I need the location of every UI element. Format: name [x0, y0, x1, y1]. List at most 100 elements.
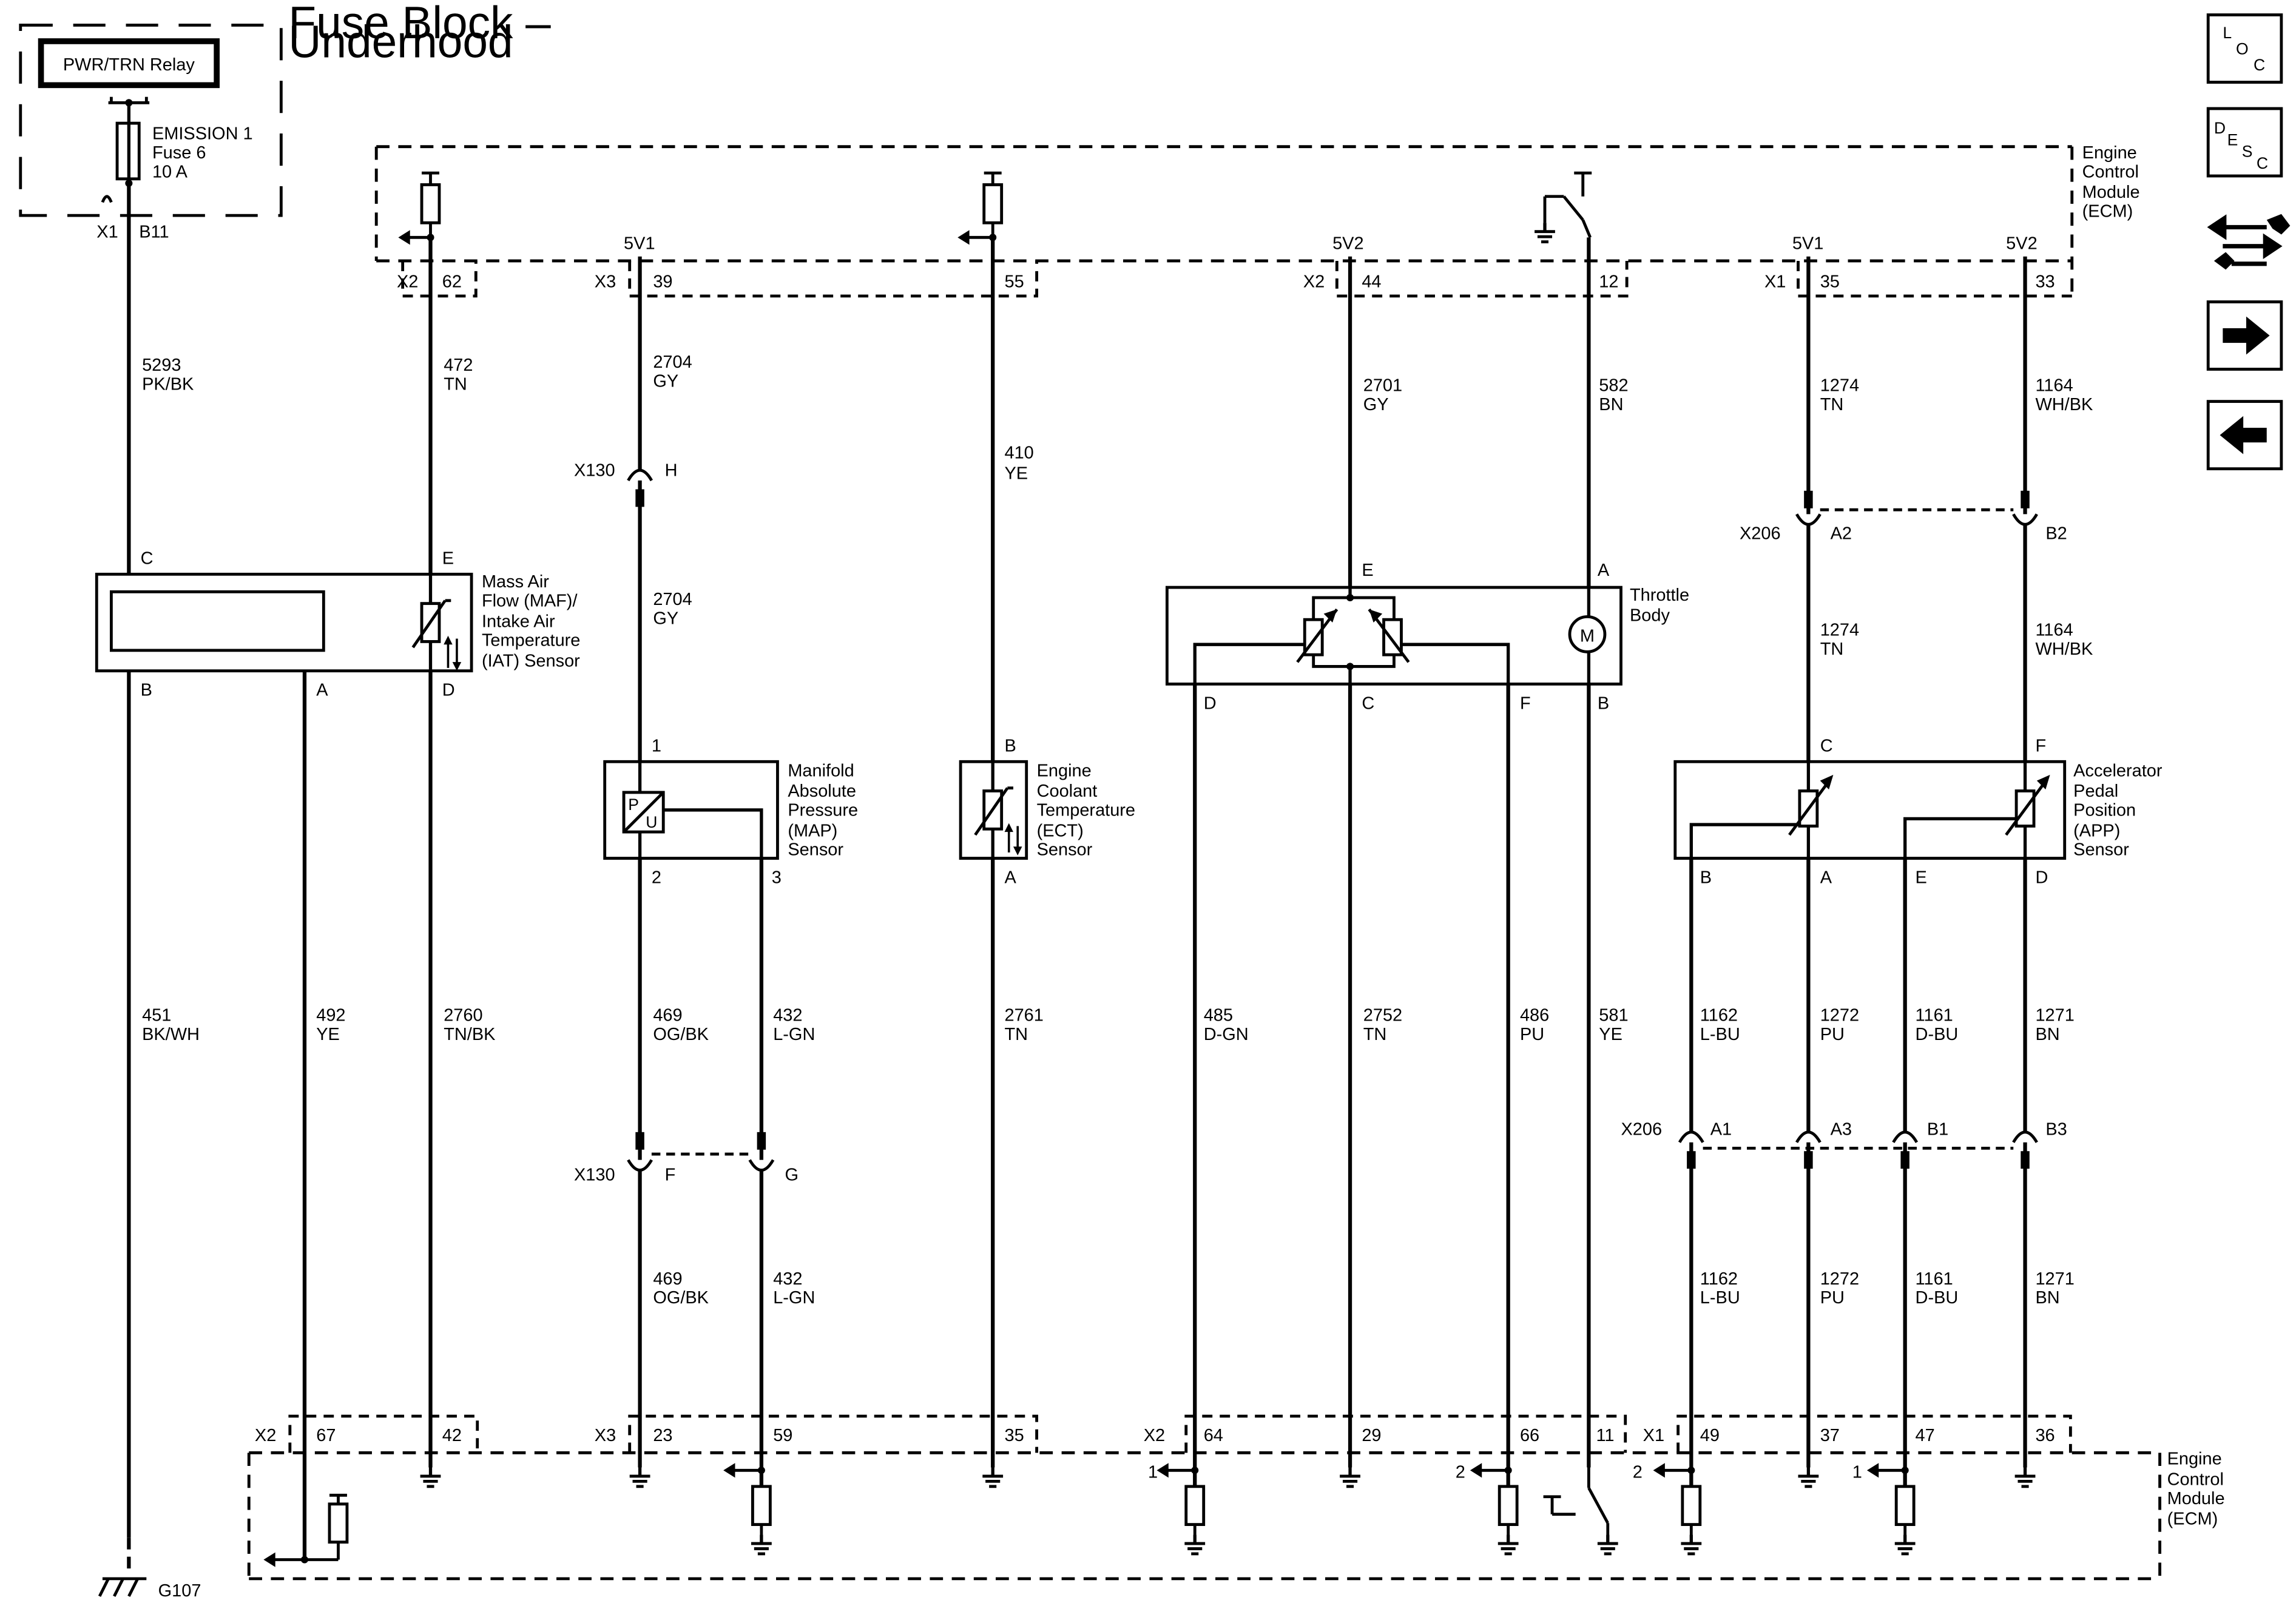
wire-1162b-color: L-BU [1700, 1288, 1740, 1308]
app-pin-a: A [1820, 868, 1832, 888]
bottom-pin-47: 47 [1916, 1426, 1935, 1445]
svg-text:O: O [2236, 40, 2249, 58]
wire-1164b-num: 1164 [2035, 621, 2073, 640]
app-pin-f: F [2035, 736, 2046, 755]
bottom-pin-29: 29 [1362, 1426, 1381, 1445]
wire-486-num: 486 [1520, 1005, 1549, 1025]
throttle-pin-f: F [1520, 694, 1531, 713]
top-pin-39: 39 [653, 272, 672, 291]
wire-2704-color: GY [653, 371, 678, 391]
wire-492-color: YE [316, 1025, 340, 1044]
maf-pin-e: E [442, 549, 454, 568]
ref-num-49: 2 [1633, 1462, 1643, 1482]
wire-582-color: BN [1599, 395, 1623, 414]
wire-432-color: L-GN [773, 1025, 815, 1044]
wire-1162-color: L-BU [1700, 1025, 1740, 1044]
x206-pin-b1: B1 [1927, 1120, 1948, 1139]
loc-button[interactable]: L O C [2206, 13, 2283, 84]
bottom-pin-23: 23 [653, 1426, 672, 1445]
connector-x206: X206 A2 B2 X206 A1 A3 B1 B3 [1621, 490, 2067, 1169]
throttle-pin-c: C [1362, 694, 1374, 713]
top-conn-x3: X3 [595, 272, 616, 291]
wire-1161b-num: 1161 [1916, 1269, 1953, 1289]
app-pin-b: B [1700, 868, 1712, 888]
wire-5293-num: 5293 [142, 356, 181, 375]
x130-pin-f: F [665, 1165, 676, 1184]
throttle-pin-a: A [1598, 561, 1610, 580]
ecm-top-label-1: Engine [2082, 143, 2137, 163]
x206-pin-a3: A3 [1831, 1120, 1852, 1139]
wire-1162b-num: 1162 [1700, 1269, 1738, 1289]
app-label-4: (APP) [2073, 821, 2120, 840]
map-pin-2: 2 [652, 868, 661, 888]
ecm-top-label-4: (ECM) [2082, 202, 2133, 221]
app-pin-c: C [1820, 736, 1833, 755]
x206-pin-b3: B3 [2045, 1120, 2067, 1139]
x206-pin-a1: A1 [1710, 1120, 1732, 1139]
maf-pin-a: A [316, 681, 328, 700]
wire-labels-lower: 451 BK/WH 492 YE 2760 TN/BK 469 OG/BK 43… [142, 1005, 2075, 1308]
bottom-pin-11: 11 [1596, 1426, 1614, 1445]
wire-472-color: TN [444, 374, 467, 394]
x130-pin-g: G [785, 1165, 799, 1184]
x206-pin-b2: B2 [2045, 524, 2067, 543]
ect-label-4: (ECT) [1037, 821, 1084, 840]
ref-5v2-b: 5V2 [2006, 234, 2037, 254]
fuse-name: EMISSION 1 [152, 124, 253, 144]
bottom-pin-35: 35 [1005, 1426, 1024, 1445]
ref-num-64: 1 [1148, 1462, 1158, 1482]
maf-pin-d: D [442, 681, 455, 700]
top-conn-x1: X1 [1764, 272, 1786, 291]
throttle-motor-glyph: M [1580, 626, 1595, 646]
throttle-pin-d: D [1204, 694, 1217, 713]
desc-button[interactable]: D E S C [2206, 107, 2283, 178]
relay-label: PWR/TRN Relay [63, 55, 195, 75]
ecm-top-label-2: Control [2082, 162, 2139, 181]
ref-num-66: 2 [1456, 1462, 1465, 1482]
map-sensor: P U 1 2 3 Manifold Absolute Pressure (MA… [603, 736, 858, 888]
map-label-1: Manifold [788, 761, 854, 780]
x206-pin-a2: A2 [1831, 524, 1852, 543]
ecm-bottom-internals: 1 2 2 1 [263, 1462, 2035, 1567]
bottom-pin-66: 66 [1520, 1426, 1539, 1445]
wire-1272-color: PU [1820, 1025, 1845, 1044]
fuse-block: Fuse Block – Underhood PWR/TRN Relay EMI… [19, 0, 551, 241]
wire-labels-upper: 5293 PK/BK 472 TN 2704 GY 2704 GY 410 YE… [142, 353, 2093, 659]
ecm-top-internals [398, 171, 1592, 245]
app-pin-e: E [1916, 868, 1927, 888]
wire-1161-color: D-BU [1916, 1025, 1959, 1044]
tools-button[interactable] [2207, 214, 2291, 270]
svg-text:C: C [2254, 56, 2265, 74]
wire-469-color: OG/BK [653, 1025, 709, 1044]
desc-icon: D [2214, 119, 2226, 137]
bottom-conn-x2a: X2 [255, 1426, 276, 1445]
wire-2701-num: 2701 [1363, 376, 1402, 396]
ect-pin-a: A [1005, 868, 1017, 888]
svg-text:S: S [2242, 143, 2253, 161]
bottom-pin-42: 42 [442, 1426, 462, 1445]
next-page-button[interactable] [2206, 300, 2283, 371]
bottom-pin-49: 49 [1700, 1426, 1720, 1445]
top-conn-x2a: X2 [397, 272, 418, 291]
x130-pin-h: H [665, 461, 678, 481]
maf-iat-sensor: C E B A D Mass Air Flow (MAF)/ Intake Ai… [95, 549, 580, 700]
wire-582-num: 582 [1599, 376, 1628, 396]
wire-1164b-color: WH/BK [2035, 640, 2093, 659]
loc-icon: L [2223, 24, 2232, 42]
throttle-pin-e: E [1362, 561, 1373, 580]
wire-581-color: YE [1599, 1025, 1622, 1044]
relay-box [38, 38, 220, 89]
fuse-rating: 10 A [152, 162, 188, 181]
bottom-conn-x2b: X2 [1144, 1426, 1165, 1445]
wire-2761-color: TN [1005, 1025, 1028, 1044]
prev-page-button[interactable] [2206, 400, 2283, 471]
top-conn-x2b: X2 [1303, 272, 1325, 291]
ground-g107: G107 [98, 1538, 201, 1601]
throttle-label-1: Throttle [1630, 586, 1689, 605]
wire-1274b-color: TN [1820, 640, 1844, 659]
bottom-conn-x3: X3 [595, 1426, 616, 1445]
wire-451-num: 451 [142, 1005, 171, 1025]
wire-472-num: 472 [444, 356, 473, 375]
ecm-bottom-label-2: Control [2167, 1470, 2224, 1489]
maf-label-1: Mass Air [482, 572, 549, 592]
